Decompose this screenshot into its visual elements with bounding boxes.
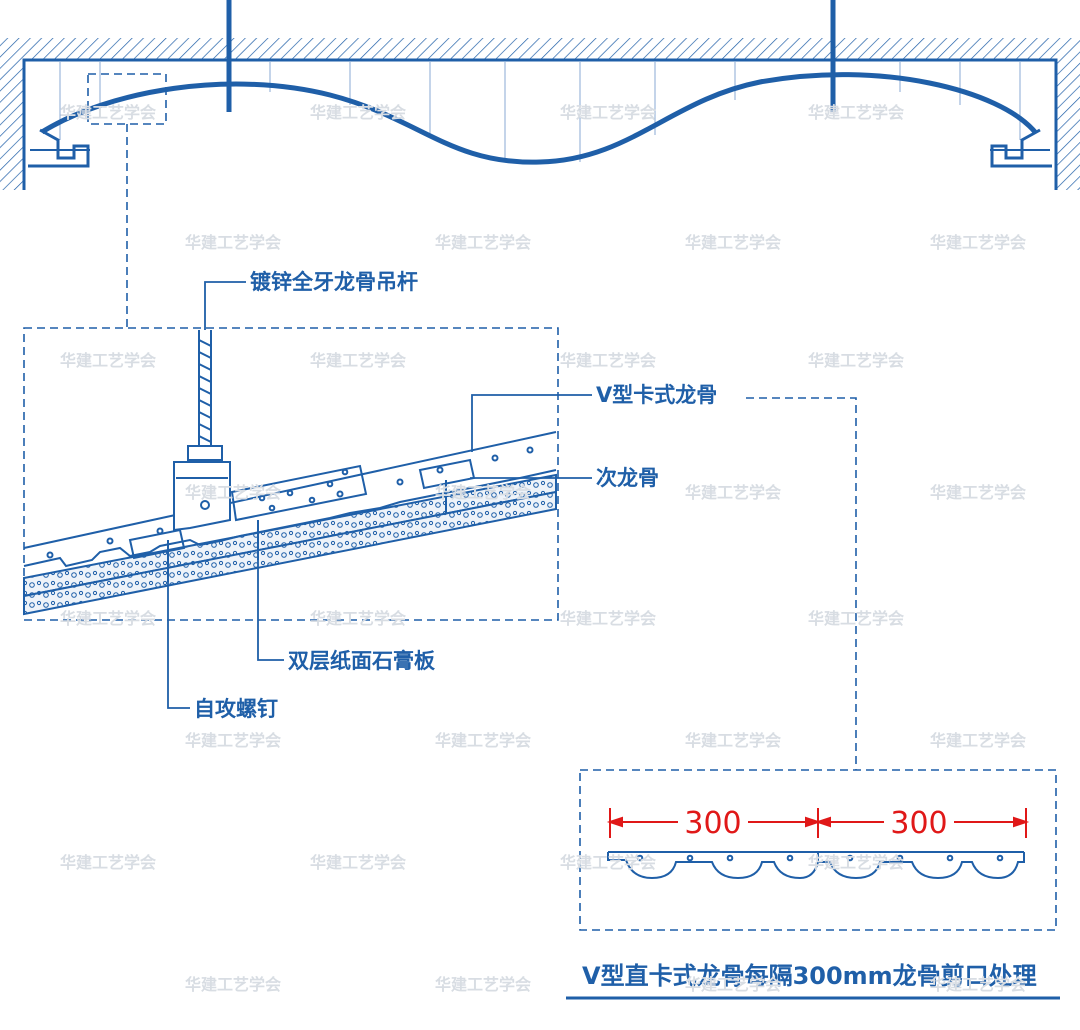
dimension-label-2: 300 bbox=[890, 806, 947, 841]
label-hanger-rod: 镀锌全牙龙骨吊杆 bbox=[250, 270, 418, 294]
watermark-text: 华建工艺学会 bbox=[435, 731, 531, 750]
watermark-text: 华建工艺学会 bbox=[60, 609, 156, 628]
watermark-text: 华建工艺学会 bbox=[808, 351, 904, 370]
label-gypsum-board: 双层纸面石膏板 bbox=[288, 649, 436, 673]
v-keel-profile bbox=[607, 851, 1025, 880]
left-end-bracket bbox=[28, 128, 90, 168]
watermark-text: 华建工艺学会 bbox=[60, 853, 156, 872]
gypsum-board-layer-2 bbox=[23, 490, 557, 616]
notch-section-view: 300 300 bbox=[579, 769, 1057, 931]
watermark-text: 华建工艺学会 bbox=[560, 103, 656, 122]
watermark-text: 华建工艺学会 bbox=[435, 975, 531, 994]
watermark-text: 华建工艺学会 bbox=[560, 609, 656, 628]
watermark-text: 华建工艺学会 bbox=[808, 609, 904, 628]
watermark-text: 华建工艺学会 bbox=[310, 103, 406, 122]
watermark-layer: 华建工艺学会华建工艺学会华建工艺学会华建工艺学会华建工艺学会华建工艺学会华建工艺… bbox=[60, 103, 1026, 994]
label-screw: 自攻螺钉 bbox=[194, 697, 278, 721]
watermark-text: 华建工艺学会 bbox=[185, 483, 281, 502]
watermark-text: 华建工艺学会 bbox=[930, 975, 1026, 994]
watermark-text: 华建工艺学会 bbox=[310, 609, 406, 628]
watermark-text: 华建工艺学会 bbox=[310, 351, 406, 370]
detail-marker bbox=[87, 73, 167, 125]
dimension-label-1: 300 bbox=[684, 806, 741, 841]
watermark-text: 华建工艺学会 bbox=[435, 483, 531, 502]
watermark-text: 华建工艺学会 bbox=[685, 483, 781, 502]
concrete-slab bbox=[0, 38, 1080, 60]
detail-frame bbox=[23, 327, 559, 621]
watermark-text: 华建工艺学会 bbox=[60, 103, 156, 122]
watermark-text: 华建工艺学会 bbox=[685, 975, 781, 994]
leader-lines bbox=[167, 281, 592, 709]
right-wall bbox=[1056, 60, 1080, 190]
watermark-text: 华建工艺学会 bbox=[930, 731, 1026, 750]
self-tapping-screws bbox=[167, 480, 447, 582]
section-frame bbox=[579, 769, 1057, 931]
watermark-text: 华建工艺学会 bbox=[60, 351, 156, 370]
section-connector bbox=[746, 397, 857, 770]
watermark-text: 华建工艺学会 bbox=[930, 483, 1026, 502]
watermark-text: 华建工艺学会 bbox=[310, 853, 406, 872]
right-end-bracket bbox=[990, 128, 1052, 168]
hanger-rod bbox=[187, 330, 223, 475]
hanger-clip bbox=[173, 461, 231, 532]
drawing-caption: V型直卡式龙骨每隔300mm龙骨剪口处理 bbox=[582, 962, 1037, 990]
watermark-text: 华建工艺学会 bbox=[930, 233, 1026, 252]
watermark-text: 华建工艺学会 bbox=[435, 233, 531, 252]
dimension-lines bbox=[606, 808, 1030, 838]
ceiling-overview bbox=[0, 0, 1080, 328]
watermark-text: 华建工艺学会 bbox=[808, 103, 904, 122]
detail-view bbox=[23, 281, 592, 709]
watermark-text: 华建工艺学会 bbox=[685, 731, 781, 750]
watermark-text: 华建工艺学会 bbox=[185, 233, 281, 252]
watermark-text: 华建工艺学会 bbox=[185, 731, 281, 750]
label-secondary-keel: 次龙骨 bbox=[596, 466, 659, 490]
watermark-text: 华建工艺学会 bbox=[185, 975, 281, 994]
left-wall bbox=[0, 60, 24, 190]
watermark-text: 华建工艺学会 bbox=[685, 233, 781, 252]
watermark-text: 华建工艺学会 bbox=[808, 853, 904, 872]
curved-ceiling-line bbox=[40, 72, 1037, 165]
watermark-text: 华建工艺学会 bbox=[560, 853, 656, 872]
label-v-keel: V型卡式龙骨 bbox=[596, 383, 717, 407]
watermark-text: 华建工艺学会 bbox=[560, 351, 656, 370]
